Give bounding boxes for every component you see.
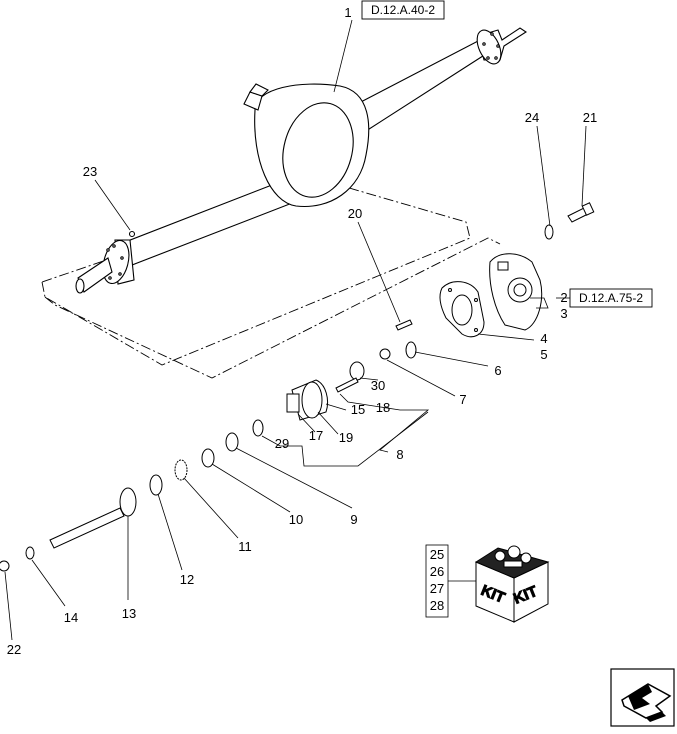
callout-17: 17	[309, 428, 323, 443]
callout-24: 24	[525, 110, 539, 125]
callout-2: 2	[560, 290, 567, 305]
kit-box-icon: KIT KIT	[474, 545, 550, 623]
ref-housing-label: D.12.A.75-2	[579, 291, 643, 305]
kit-item-25: 25	[430, 547, 444, 562]
kit-item-28: 28	[430, 598, 444, 613]
ref-axle-label: D.12.A.40-2	[371, 3, 435, 17]
callout-12: 12	[180, 572, 194, 587]
callout-14: 14	[64, 610, 78, 625]
callout-29: 29	[275, 436, 289, 451]
callout-1: 1	[344, 5, 351, 20]
callout-10: 10	[289, 512, 303, 527]
callout-23: 23	[83, 164, 97, 179]
callout-21: 21	[583, 110, 597, 125]
callout-7: 7	[459, 392, 466, 407]
kit-item-27: 27	[430, 581, 444, 596]
callout-9: 9	[350, 512, 357, 527]
callout-3: 3	[560, 306, 567, 321]
ref-box-axle[interactable]: D.12.A.40-2	[361, 0, 445, 20]
shaft-parts	[0, 202, 595, 572]
callout-11: 11	[238, 539, 252, 554]
leader-lines	[4, 19, 587, 641]
callout-6: 6	[494, 363, 501, 378]
callout-13: 13	[122, 606, 136, 621]
callout-22: 22	[7, 642, 21, 657]
arrow-nav-icon[interactable]	[610, 668, 675, 727]
callout-5: 5	[540, 347, 547, 362]
callout-8: 8	[396, 447, 403, 462]
kit-item-26: 26	[430, 564, 444, 579]
callout-15: 15	[351, 402, 365, 417]
callouts: 1 2 3 4 5 6 7 8 9 10 11 12 13 14 15 17 1…	[7, 5, 597, 657]
axle-housing	[75, 27, 528, 294]
kit-group[interactable]: 25 26 27 28 KIT KIT	[425, 544, 550, 623]
callout-19: 19	[339, 430, 353, 445]
callout-30: 30	[371, 378, 385, 393]
callout-20: 20	[348, 206, 362, 221]
ref-box-housing[interactable]: D.12.A.75-2	[569, 288, 653, 308]
callout-18: 18	[376, 400, 390, 415]
brake-housing	[439, 253, 543, 338]
callout-4: 4	[540, 331, 547, 346]
